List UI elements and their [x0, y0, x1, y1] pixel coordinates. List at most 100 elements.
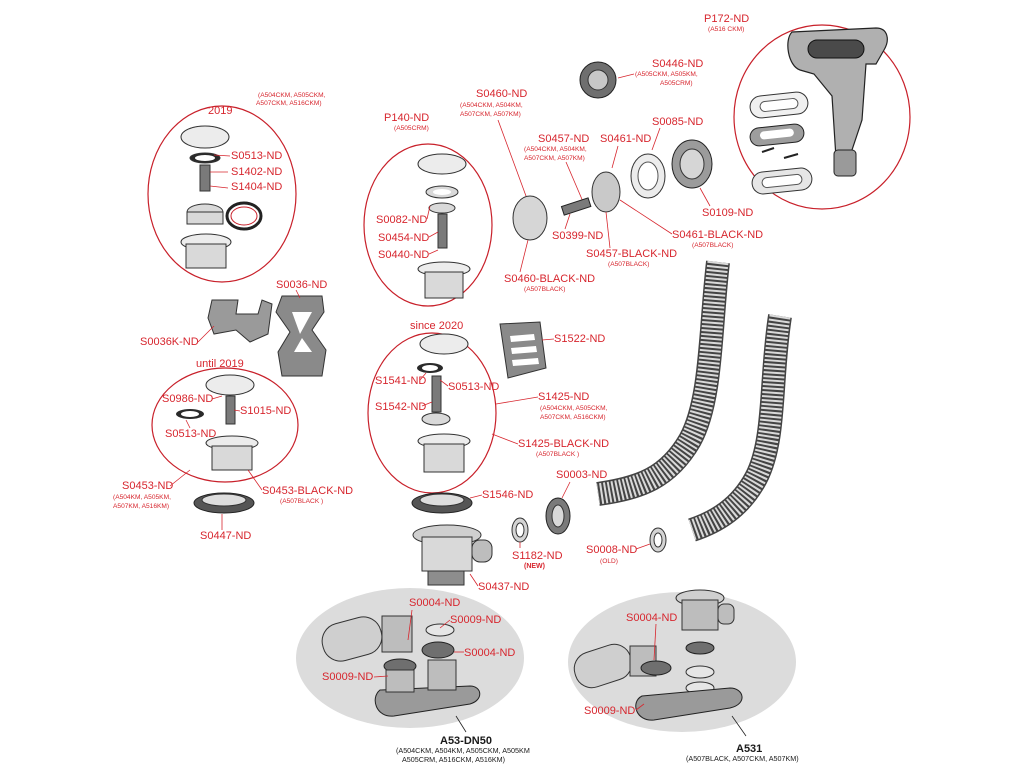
a531-drain-body [681, 599, 719, 631]
label-s0453-black: S0453-BLACK-ND [262, 485, 353, 497]
group-2019-models-2: A507CKM, A516CKM) [256, 100, 322, 107]
a531-drain-outlet [717, 603, 735, 625]
group-2019-outline [147, 105, 297, 283]
ring-s0008-hole [653, 532, 663, 548]
spindle-part-3 [437, 213, 448, 249]
label-s0453: S0453-ND [122, 480, 173, 492]
label-s0461-black: S0461-BLACK-ND [672, 229, 763, 241]
overflow-housing-slot [807, 39, 865, 59]
label-s0004-c: S0004-ND [626, 612, 677, 624]
drain-body-center: S1546-ND S0437-ND [411, 489, 533, 593]
overflow-parts: S0446-ND (A505CKM, A505KM, A505CRM) S046… [460, 58, 763, 293]
group-p140-outline [363, 143, 493, 307]
bracket-k-part [207, 299, 273, 343]
group-since-2020-outline [367, 332, 497, 494]
label-s0446-models-1: (A505CKM, A505KM, [635, 71, 698, 78]
a53-socket-left [385, 669, 415, 693]
label-s1425-models-2: A507CKM, A516CKM) [540, 414, 606, 421]
label-p172-models: (A516 CKM) [708, 26, 744, 33]
leader-s0457 [565, 161, 585, 205]
body-side [186, 211, 224, 225]
label-s0460: S0460-ND [476, 88, 527, 100]
bracket-cutout [292, 312, 312, 352]
leader-a531 [731, 715, 747, 737]
label-s0446-models-2: A505CRM) [660, 80, 693, 87]
label-p172: P172-ND [704, 13, 749, 25]
group-2019-models-1: (A504CKM, A505CKM, [258, 92, 326, 99]
label-s0008: S0008-ND [586, 544, 637, 556]
label-s0453-black-models: (A507BLACK ) [280, 498, 323, 505]
spindle-part-4 [431, 375, 442, 413]
a531-nut [640, 660, 672, 676]
label-s0460-models-2: A507CKM, A507KM) [460, 111, 521, 118]
label-s0446: S0446-ND [652, 58, 703, 70]
hose-left-ribs [596, 260, 729, 505]
gasket-s0447-top [201, 493, 247, 507]
leader-s0109 [699, 187, 711, 207]
label-s0399: S0399-ND [552, 230, 603, 242]
leader-s0036 [295, 289, 301, 299]
spindle-part [199, 164, 211, 192]
leader-s0513-a [213, 154, 231, 157]
group-p140: P140-ND (A505CRM) S0082-ND S0454-ND S044… [363, 112, 493, 307]
nut-s0003-hole [551, 504, 565, 528]
label-s0109: S0109-ND [702, 207, 753, 219]
label-s0003: S0003-ND [556, 469, 607, 481]
leader-s0009-b [373, 675, 389, 678]
plug-cap-part-2 [205, 374, 255, 396]
label-p140: P140-ND [384, 112, 429, 124]
label-s0008-old: (OLD) [600, 558, 618, 565]
label-s0457-models-2: A507CKM, A507KM) [524, 155, 585, 162]
label-s0004-a: S0004-ND [409, 597, 460, 609]
plug-cap-part-4 [419, 333, 469, 355]
label-p140-models: (A505CRM) [394, 125, 429, 132]
gasket-oval-2-hole [759, 128, 794, 140]
label-s0460-black-models: (A507BLACK) [524, 286, 565, 293]
leader-s0457-black [605, 211, 611, 249]
flexible-hoses: S0008-ND (OLD) [586, 260, 792, 565]
nut-part [421, 412, 451, 426]
label-s1522: S1522-ND [554, 333, 605, 345]
label-s1402: S1402-ND [231, 166, 282, 178]
threaded-body-part [185, 243, 227, 269]
overflow-housing-outlet [833, 149, 857, 177]
leader-s0399 [564, 213, 571, 230]
leader-s0009-c [635, 703, 645, 711]
spindle-part-2 [225, 395, 236, 425]
group-p172-outline [733, 24, 911, 210]
product-a53-name: A53-DN50 [440, 735, 492, 747]
group-2019: 2019 (A504CKM, A505CKM, A507CKM, A516CKM… [147, 92, 326, 283]
group-p172: P172-ND (A516 CKM) [704, 13, 911, 210]
leader-s1425 [495, 396, 539, 405]
leader-s0986 [211, 395, 223, 400]
leader-s0461-black [619, 199, 673, 235]
seal-ring-part [225, 201, 263, 231]
label-s0447: S0447-ND [200, 530, 251, 542]
label-s0009-b: S0009-ND [322, 671, 373, 683]
leader-s0004-c [653, 623, 657, 661]
a53-pipe-part [321, 616, 383, 662]
leader-s0003 [561, 481, 571, 499]
gasket-s1546-top [419, 493, 465, 507]
label-s0460-models-1: (A504CKM, A504KM, [460, 102, 523, 109]
label-s0513-a: S0513-ND [231, 150, 282, 162]
label-s0009-c: S0009-ND [584, 705, 635, 717]
group-2019-title: 2019 [208, 105, 232, 117]
gasket-oval-1-hole [759, 98, 799, 112]
plug-cap-part [180, 125, 230, 149]
label-s1182-new: (NEW) [524, 563, 545, 570]
seal-ring-highlight [230, 206, 258, 226]
drain-body-side [421, 536, 473, 572]
threaded-body-part-3 [424, 271, 464, 299]
label-s0082: S0082-ND [376, 214, 427, 226]
gasket-s0447: S0447-ND [193, 492, 255, 542]
nut-ring-parts: S0003-ND S1182-ND (NEW) [511, 469, 607, 570]
label-s0085: S0085-ND [652, 116, 703, 128]
assembly-a53-dn50: S0004-ND S0009-ND S0004-ND S0009-ND A53-… [296, 588, 530, 764]
overflow-housing-p172 [787, 27, 888, 159]
leader-s1542 [421, 401, 433, 407]
label-s0461-black-models: (A507BLACK) [692, 242, 733, 249]
label-s1546: S1546-ND [482, 489, 533, 501]
leader-s1425-black [491, 433, 519, 445]
